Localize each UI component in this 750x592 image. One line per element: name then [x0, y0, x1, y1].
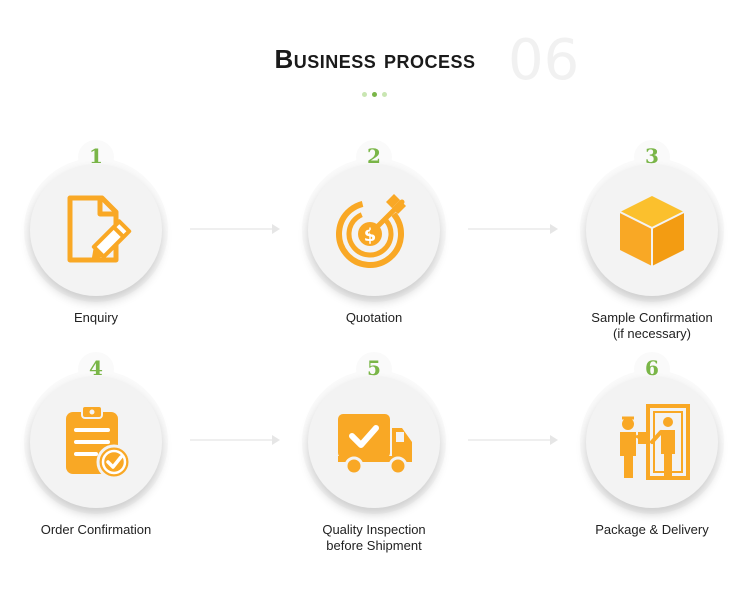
- flow-arrow-1: [190, 222, 280, 234]
- step-label: Quotation: [345, 310, 403, 325]
- step-sample-confirmation: 3 Sample Confirmation (if necessary): [572, 140, 732, 380]
- title-watermark: 06: [508, 28, 580, 93]
- step-package-delivery: 6 Package & Delivery: [572, 352, 732, 592]
- step-circle: [30, 164, 162, 296]
- step-circle: [308, 376, 440, 508]
- box-icon: [619, 196, 685, 266]
- dot: [382, 92, 387, 97]
- step-number: 4: [89, 356, 103, 380]
- document-pen-icon: [67, 195, 132, 263]
- step-enquiry: 1 Enquiry: [16, 140, 176, 380]
- delivery-door-icon: [620, 404, 690, 480]
- step-label: Quality Inspection before Shipment: [322, 522, 426, 553]
- step-label: Package & Delivery: [595, 522, 709, 537]
- page-title: Business process: [274, 44, 476, 74]
- step-number: 1: [89, 144, 103, 168]
- step-circle: [586, 164, 718, 296]
- step-circle: [586, 376, 718, 508]
- truck-check-icon: [338, 414, 412, 476]
- step-order-confirmation: 4 Order Confirmation: [16, 352, 176, 592]
- step-circle: [30, 376, 162, 508]
- step-number: 5: [367, 356, 381, 380]
- dot-active: [372, 92, 377, 97]
- step-label: Order Confirmation: [40, 522, 152, 537]
- target-dollar-icon: $: [336, 194, 406, 268]
- flow-arrow-2: [468, 222, 558, 234]
- header: 06 Business process: [0, 0, 750, 110]
- step-quality-inspection: 5 Quality Inspection before Shipment: [294, 352, 454, 592]
- flow-arrow-3: [190, 433, 280, 445]
- step-number: 6: [645, 356, 659, 380]
- dot: [362, 92, 367, 97]
- step-number: 2: [367, 144, 381, 168]
- title-dots: [362, 92, 388, 98]
- flow-arrow-4: [468, 433, 558, 445]
- step-label: Sample Confirmation (if necessary): [591, 310, 713, 341]
- step-circle: $: [308, 164, 440, 296]
- clipboard-check-icon: [66, 405, 132, 480]
- step-number: 3: [645, 144, 659, 168]
- step-label: Enquiry: [73, 310, 119, 325]
- step-quotation: 2 $ Quotation: [294, 140, 454, 380]
